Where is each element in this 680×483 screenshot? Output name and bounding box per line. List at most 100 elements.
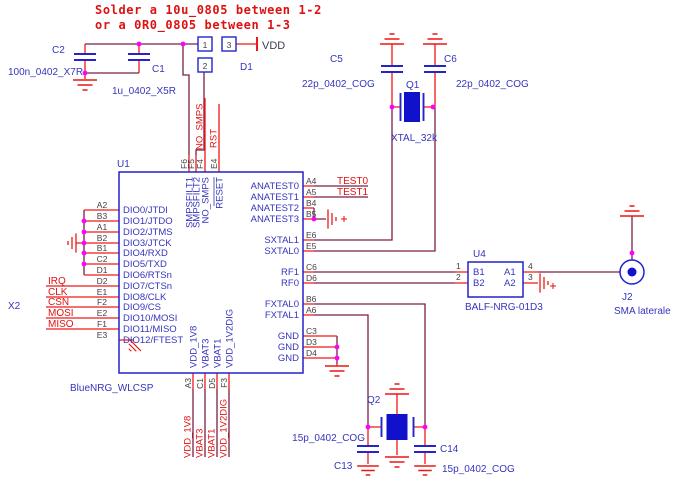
net-label-csn: CSN — [48, 297, 69, 308]
q1-ref: Q1 — [406, 80, 420, 91]
pin-name: RESET — [215, 177, 226, 209]
pin-number: B4 — [306, 198, 317, 208]
pin-name: DIO3/JTCK — [123, 238, 172, 249]
solder-note-line2: or a 0R0_0805 between 1-3 — [95, 18, 291, 33]
net-labels-top: NO_SMPS RST — [195, 104, 220, 150]
capacitor-c2-icon — [73, 53, 97, 61]
net-labels-bottom: VDD_1V8 VBAT3 VBAT1 VDD_1V2DIG — [183, 399, 230, 458]
pin-name: NO_SMPS — [201, 177, 212, 223]
ground-icon — [384, 456, 410, 468]
capacitor-c1-icon — [127, 53, 151, 61]
pin-name: A1 — [504, 267, 516, 278]
pin-name: A2 — [504, 278, 516, 289]
pin-number: C6 — [306, 262, 317, 272]
net-label-vbat3: VBAT3 — [195, 429, 206, 458]
crystal-q1-icon — [399, 92, 425, 122]
u1-right-pin-names: ANATEST0 ANATEST1 ANATEST2 ANATEST3 SXTA… — [251, 181, 300, 364]
c1-ref: C1 — [152, 64, 165, 75]
pin-name: DIO7/CTSn — [123, 281, 172, 292]
pin-number: F3 — [219, 378, 229, 388]
jumper-d1: 1 3 2 — [197, 36, 237, 73]
net-label-miso: MISO — [48, 319, 74, 330]
pin-number: B1 — [97, 243, 108, 253]
pin-name: RF0 — [281, 278, 299, 289]
net-label-vdd-1v2dig: VDD_1V2DIG — [219, 399, 230, 458]
d1-pad2-number: 2 — [203, 61, 208, 71]
ground-icon — [356, 465, 380, 476]
net-label-test0: TEST0 — [337, 176, 369, 187]
pin-name: FXTAL1 — [265, 310, 299, 321]
net-label-mosi: MOSI — [48, 308, 74, 319]
pin-name: SXTAL0 — [264, 246, 299, 257]
pin-name: SMPSFILT2 — [192, 177, 203, 228]
pin-name: GND — [278, 331, 299, 342]
wires-red-leads — [46, 43, 538, 464]
c6-value: 22p_0402_COG — [456, 79, 529, 90]
pin-number: E3 — [97, 330, 108, 340]
pin-name: VDD_1V2DIG — [225, 309, 236, 368]
net-label-irq: IRQ — [48, 276, 66, 287]
pin-name: SMPSFILT1 — [185, 177, 196, 228]
ground-icon — [384, 383, 410, 395]
pin-name: DIO0/JTDI — [123, 205, 168, 216]
pin-number: E5 — [306, 241, 317, 251]
d1-pad1 — [197, 36, 213, 52]
pin-number: A4 — [306, 176, 317, 186]
u1-top-pin-names: SMPSFILT1 SMPSFILT2 NO_SMPS RESET — [185, 177, 226, 228]
pin-name: ANATEST1 — [251, 192, 299, 203]
x2-label: X2 — [8, 301, 21, 312]
pin-number: D6 — [306, 273, 317, 283]
c14-ref: C14 — [440, 444, 459, 455]
pin-number: E4 — [209, 158, 219, 169]
solder-note-line1: Solder a 10u_0805 between 1-2 — [95, 3, 322, 18]
ground-icon — [327, 208, 337, 230]
u1-left-pin-numbers: A2 B3 A1 B2 B1 C2 D1 D2 E1 F2 E2 F1 E3 — [97, 200, 108, 340]
u1-bottom-pin-names: VDD_1V8 VBAT3 VBAT1 VDD_1V2DIG — [189, 309, 236, 368]
pin-name: FXTAL0 — [265, 299, 299, 310]
pin-name: DIO1/JTDO — [123, 216, 173, 227]
pin-name: SXTAL1 — [264, 235, 299, 246]
ground-icon — [413, 465, 437, 476]
net-label-no-smps: NO_SMPS — [195, 104, 206, 150]
u4-pin-numbers: 1 2 4 3 — [456, 261, 533, 282]
pin-number: A5 — [306, 187, 317, 197]
pin-name: DIO6/RTSn — [123, 270, 172, 281]
d1-pad2 — [197, 57, 213, 73]
pin-number: D3 — [306, 337, 317, 347]
pin-number: A3 — [183, 378, 193, 389]
pin-name: ANATEST2 — [251, 203, 299, 214]
ground-icon — [539, 272, 549, 294]
u1-part: BlueNRG_WLCSP — [70, 383, 154, 394]
pin-number: F2 — [97, 297, 107, 307]
capacitor-c13-icon — [356, 445, 380, 453]
pin-name: RF1 — [281, 267, 299, 278]
pin-name: DIO5/TXD — [123, 259, 167, 270]
j2-value: SMA laterale — [614, 306, 671, 317]
c2-value: 100n_0402_X7R — [8, 67, 83, 78]
pin-name: DIO9/CS — [123, 302, 161, 313]
vdd-net-label: VDD — [262, 40, 285, 52]
d1-pad1-number: 1 — [203, 40, 208, 50]
pin-number: A6 — [306, 305, 317, 315]
pin-name: DIO10/MOSI — [123, 313, 177, 324]
pin-number: F5 — [186, 159, 196, 169]
pin-name: GND — [278, 342, 299, 353]
u4-body — [467, 261, 524, 298]
pin-name: B1 — [473, 267, 485, 278]
pin-number: E2 — [97, 308, 108, 318]
capacitor-c6-icon — [423, 65, 447, 73]
net-label-clk: CLK — [48, 287, 68, 298]
pin-number: B5 — [306, 209, 317, 219]
sma-connector-j2-icon — [619, 259, 645, 285]
pin-number: D4 — [306, 348, 317, 358]
pin-name: VBAT1 — [213, 339, 224, 368]
pin-number: F4 — [195, 159, 205, 169]
pin-name: DIO8/CLK — [123, 292, 167, 303]
c14-value: 15p_0402_COG — [442, 464, 515, 475]
c13-ref: C13 — [334, 461, 353, 472]
pin-number: E1 — [97, 287, 108, 297]
u1-body — [118, 171, 304, 374]
pin-name: ANATEST3 — [251, 214, 299, 225]
pin-number: D2 — [97, 276, 108, 286]
no-erc-cross-icon — [341, 216, 556, 289]
